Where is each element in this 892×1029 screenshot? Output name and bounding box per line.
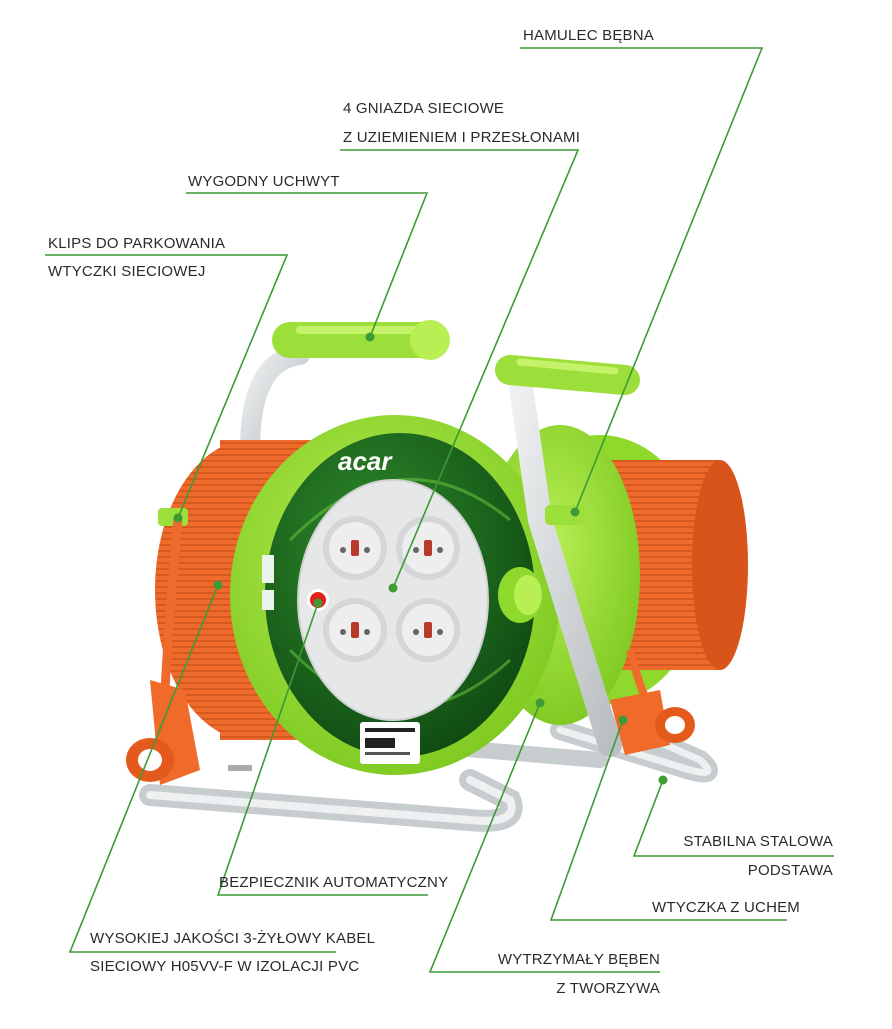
dot-circuit-breaker [313, 598, 323, 608]
plug-left [126, 519, 252, 785]
leader-plug-clip [45, 254, 289, 519]
brand-logo: acar [338, 446, 393, 476]
callout-plastic-drum-line-1: WYTRZYMAŁY BĘBEN [497, 951, 660, 968]
callout-steel-base-line-2: PODSTAWA [747, 862, 833, 879]
callout-leader-lines [45, 47, 834, 973]
leader-circuit-breaker [216, 602, 428, 896]
leader-plastic-drum [428, 702, 660, 973]
handle-left [272, 320, 450, 360]
frame-arm-left [240, 345, 310, 460]
dot-sockets [388, 583, 398, 593]
callout-sockets-line-2: Z UZIEMIENIEM I PRZESŁONAMI [343, 129, 581, 146]
socket-bottom-left [323, 598, 387, 662]
frame-arm-right [508, 368, 622, 757]
callout-handle-line-1: WYGODNY UCHWYT [188, 173, 340, 190]
dot-drum-brake [570, 507, 580, 517]
handle-right [495, 355, 640, 395]
drum-brake [545, 505, 585, 525]
dot-plastic-drum [535, 698, 545, 708]
socket-top-right [396, 516, 460, 580]
callout-plug-clip-line-1: KLIPS DO PARKOWANIA [48, 235, 226, 252]
callout-drum-brake-line-1: HAMULEC BĘBNA [523, 27, 654, 44]
dot-handle [365, 332, 375, 342]
callout-plug-clip-line-2: WTYCZKI SIECIOWEJ [48, 263, 206, 280]
leader-handle [186, 192, 429, 338]
leader-cable [68, 584, 336, 953]
callout-cable-line-2: SIECIOWY H05VV-F W IZOLACJI PVC [90, 958, 360, 975]
callout-cable-line-1: WYSOKIEJ JAKOŚCI 3-ŻYŁOWY KABEL [90, 930, 376, 947]
leader-steel-base [632, 779, 834, 857]
plug-right [610, 649, 695, 755]
callout-plug-with-eye-line-1: WTYCZKA Z UCHEM [652, 899, 800, 916]
leader-plug-with-eye [549, 719, 787, 921]
dot-steel-base [658, 775, 668, 785]
leader-dots [173, 332, 668, 785]
plug-clip [158, 508, 188, 526]
socket-top-left [323, 516, 387, 580]
callout-plastic-drum-line-2: Z TWORZYWA [556, 980, 660, 997]
axle-knob [498, 567, 542, 623]
socket-bottom-right [396, 598, 460, 662]
dot-cable [213, 580, 223, 590]
callout-circuit-breaker-line-1: BEZPIECZNIK AUTOMATYCZNY [219, 874, 449, 891]
leader-sockets [340, 149, 580, 589]
callout-steel-base-line-1: STABILNA STALOWA [683, 833, 833, 850]
leader-drum-brake [520, 47, 764, 513]
callout-sockets-line-1: 4 GNIAZDA SIECIOWE [343, 100, 505, 117]
dot-plug-with-eye [618, 715, 628, 725]
dot-plug-clip [173, 513, 183, 523]
